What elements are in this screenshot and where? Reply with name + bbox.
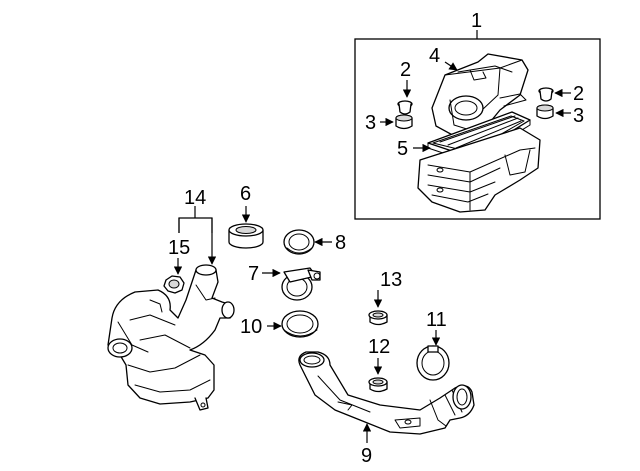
callout-5: 5 (397, 138, 408, 160)
grommet-13 (368, 310, 388, 326)
callout-10: 10 (240, 316, 262, 338)
callout-2-left: 2 (400, 59, 411, 81)
grommet-right (538, 87, 554, 102)
insert-right (536, 104, 554, 120)
callout-2-right: 2 (573, 83, 584, 105)
callout-15: 15 (168, 237, 190, 259)
callout-11: 11 (426, 309, 447, 331)
insert-left (395, 114, 413, 130)
callout-4: 4 (429, 45, 440, 67)
clamp-10 (281, 310, 319, 338)
callout-3-left: 3 (365, 112, 376, 134)
callout-1: 1 (471, 10, 482, 32)
nut-15 (163, 275, 185, 294)
air-cleaner-housing (417, 127, 541, 213)
air-cleaner-cover (431, 53, 529, 139)
callout-9: 9 (361, 445, 372, 467)
clamp-7 (281, 267, 321, 301)
intake-duct (298, 351, 475, 435)
callout-leader-4 (444, 61, 458, 71)
callout-13: 13 (380, 269, 402, 291)
clamp-8 (283, 229, 315, 255)
callout-bracket-14 (178, 217, 213, 233)
grommet-left (397, 100, 413, 115)
callout-14: 14 (184, 187, 206, 209)
callout-8: 8 (335, 232, 346, 254)
grommet-12 (368, 377, 388, 393)
clamp-11 (416, 345, 450, 381)
intake-resonator (107, 264, 235, 411)
callout-6: 6 (240, 183, 251, 205)
callout-3-right: 3 (573, 105, 584, 127)
callout-12: 12 (368, 336, 390, 358)
seal-ring (228, 223, 264, 249)
callout-7: 7 (248, 263, 259, 285)
